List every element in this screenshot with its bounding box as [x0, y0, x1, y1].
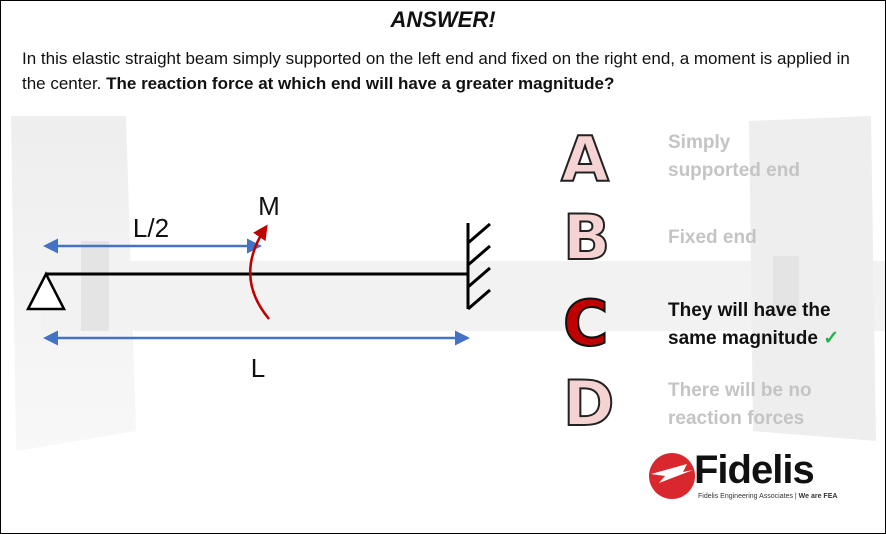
question-text: In this elastic straight beam simply sup… — [22, 49, 850, 93]
background-beam-photo — [11, 116, 885, 451]
option-b-letter[interactable]: B — [562, 201, 611, 274]
half-length-label: L/2 — [133, 213, 169, 243]
beam-diagram: L/2 M L — [25, 191, 491, 383]
option-c-text[interactable]: They will have the same magnitude ✓ — [668, 297, 839, 353]
fixed-support — [466, 222, 491, 311]
option-b-line1: Fixed end — [668, 227, 757, 248]
question: In this elastic straight beam simply sup… — [22, 46, 872, 96]
logo-name: Fidelis — [694, 448, 815, 492]
option-c-line1: They will have the — [668, 300, 831, 321]
check-icon: ✓ — [823, 328, 840, 349]
pin-support-triangle — [25, 271, 67, 311]
option-a-text[interactable]: Simply supported end — [668, 129, 800, 185]
fidelis-logo-mark-icon — [649, 453, 695, 499]
logo-tagline-text: Fidelis Engineering Associates | — [698, 493, 799, 500]
moment-arrow — [249, 224, 270, 320]
question-emphasis: The reaction force at which end will hav… — [106, 74, 615, 93]
option-a-letter[interactable]: A — [560, 123, 610, 196]
option-a-line2: supported end — [668, 160, 800, 181]
title: ANSWER! — [390, 7, 496, 32]
logo-tagline-bold: We are FEA — [798, 493, 838, 500]
fidelis-logo: Fidelis Fidelis Engineering Associates |… — [647, 448, 847, 508]
moment-label: M — [258, 191, 280, 221]
length-label: L — [251, 353, 265, 383]
option-a-line1: Simply — [668, 132, 731, 153]
option-d-line2: reaction forces — [668, 408, 805, 429]
option-c-line2: same magnitude — [668, 328, 818, 349]
option-d-text[interactable]: There will be no reaction forces — [668, 377, 812, 433]
option-c-line2-wrap: same magnitude ✓ — [668, 325, 839, 353]
option-c-letter[interactable]: C — [562, 287, 609, 360]
option-d-letter[interactable]: D — [562, 367, 615, 440]
option-d-line1: There will be no — [668, 380, 812, 401]
option-b-text[interactable]: Fixed end — [668, 224, 757, 252]
logo-tagline: Fidelis Engineering Associates | We are … — [698, 493, 837, 500]
